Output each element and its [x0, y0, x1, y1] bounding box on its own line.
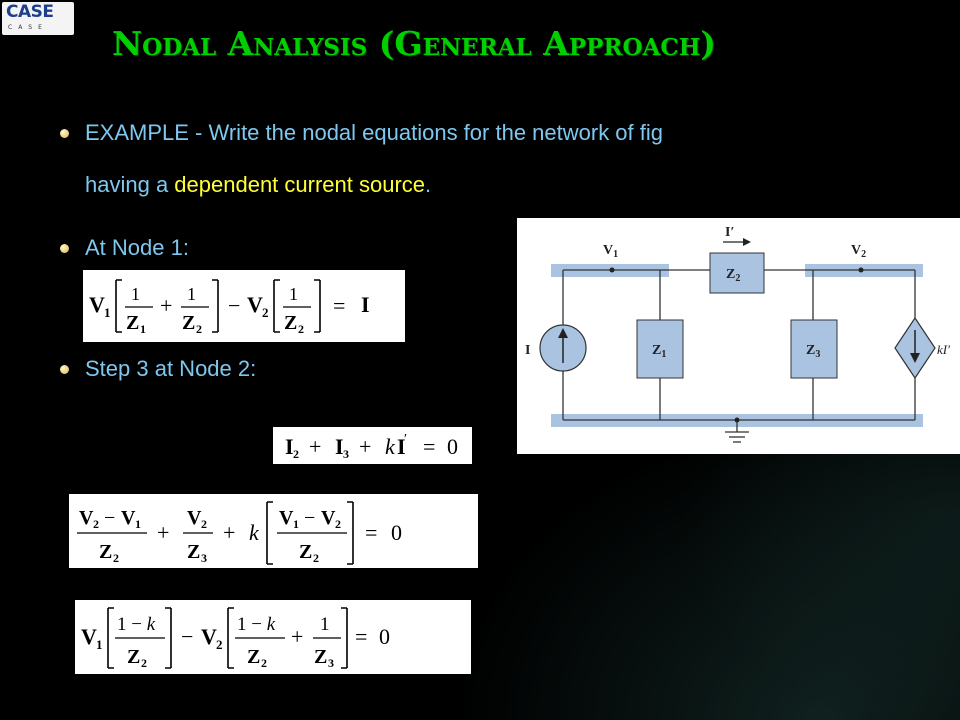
svg-text:=: =	[333, 293, 345, 318]
svg-text:−: −	[304, 507, 315, 529]
logo-subtext: CASE	[8, 24, 48, 31]
svg-text:V: V	[79, 507, 94, 529]
svg-text:−: −	[228, 293, 240, 318]
svg-text:2: 2	[201, 517, 207, 531]
bullet-dot-icon	[60, 129, 69, 138]
svg-text:1: 1	[96, 637, 103, 652]
svg-text:3: 3	[201, 551, 207, 565]
svg-text:3: 3	[328, 656, 334, 670]
label-v2: V2	[851, 243, 866, 260]
bullet-dot-icon	[60, 365, 69, 374]
svg-text:I: I	[335, 434, 344, 459]
svg-text:−: −	[181, 624, 193, 649]
svg-text:3: 3	[343, 447, 349, 461]
bullet-text: EXAMPLE - Write the nodal equations for …	[85, 120, 664, 145]
svg-text:1: 1	[104, 305, 111, 320]
label-iprime: I′	[725, 225, 734, 240]
bullet-end: .	[425, 172, 432, 197]
svg-text:1 − k: 1 − k	[237, 614, 276, 635]
svg-text:2: 2	[141, 656, 147, 670]
bullet-text: At Node 1:	[85, 235, 189, 260]
highlight-text: dependent current source	[174, 172, 426, 197]
label-kiprime: kI′	[937, 342, 950, 357]
label-v1: V1	[603, 243, 618, 260]
svg-text:0: 0	[379, 624, 390, 649]
svg-text:2: 2	[261, 656, 267, 670]
svg-text:0: 0	[447, 434, 458, 459]
svg-text:2: 2	[313, 551, 319, 565]
svg-text:k: k	[385, 434, 396, 459]
svg-text:Z: Z	[126, 312, 139, 334]
svg-text:−: −	[104, 507, 115, 529]
svg-text:1: 1	[293, 517, 299, 531]
svg-text:1: 1	[289, 284, 298, 304]
label-z1: Z1	[652, 343, 666, 360]
label-z3: Z3	[806, 343, 820, 360]
circuit-diagram: V1 V2 I′ Z2 Z1 Z3 I kI′	[517, 218, 960, 454]
svg-text:2: 2	[113, 551, 119, 565]
bullet-example-line2: having a dependent current source.	[85, 172, 431, 198]
svg-text:2: 2	[93, 517, 99, 531]
svg-text:2: 2	[196, 322, 202, 336]
svg-text:V: V	[321, 507, 336, 529]
svg-text:I: I	[397, 434, 406, 459]
svg-text:V: V	[247, 292, 263, 317]
svg-text:+: +	[291, 624, 303, 649]
bullet-text: Step 3 at Node 2:	[85, 356, 257, 381]
svg-text:V: V	[187, 507, 202, 529]
svg-text:=: =	[355, 624, 367, 649]
svg-text:1: 1	[135, 517, 141, 531]
slide-title: Nodal Analysis (General Approach)	[112, 24, 717, 63]
svg-text:Z: Z	[182, 312, 195, 334]
svg-text:Z: Z	[299, 541, 312, 563]
svg-text:Z: Z	[127, 646, 140, 668]
svg-text:1: 1	[187, 284, 196, 304]
svg-text:+: +	[157, 520, 169, 545]
svg-text:Z: Z	[187, 541, 200, 563]
svg-text:2: 2	[335, 517, 341, 531]
svg-text:0: 0	[391, 520, 402, 545]
svg-text:2: 2	[262, 305, 269, 320]
svg-text:1 − k: 1 − k	[117, 614, 156, 635]
svg-text:k: k	[249, 520, 260, 545]
svg-text:1: 1	[131, 284, 140, 304]
logo: CASE CASE	[2, 2, 74, 35]
svg-text:V: V	[279, 507, 294, 529]
bullet-dot-icon	[60, 244, 69, 253]
svg-text:+: +	[309, 434, 321, 459]
svg-text:+: +	[223, 520, 235, 545]
svg-text:1: 1	[320, 614, 330, 635]
svg-text:=: =	[423, 434, 435, 459]
svg-text:Z: Z	[314, 646, 327, 668]
svg-text:=: =	[365, 520, 377, 545]
svg-text:V: V	[89, 292, 105, 317]
bullet-text-line2: having a	[85, 172, 175, 197]
svg-text:I: I	[285, 434, 294, 459]
svg-text:′: ′	[404, 432, 407, 447]
svg-text:Z: Z	[284, 312, 297, 334]
svg-text:2: 2	[293, 447, 299, 461]
svg-text:I: I	[361, 292, 370, 317]
logo-text: CASE	[6, 2, 54, 22]
svg-text:+: +	[160, 293, 172, 318]
svg-text:1: 1	[140, 322, 146, 336]
label-z2: Z2	[726, 267, 740, 284]
svg-text:2: 2	[298, 322, 304, 336]
svg-text:V: V	[121, 507, 136, 529]
svg-text:2: 2	[216, 637, 223, 652]
label-isrc: I	[525, 343, 530, 358]
svg-text:V: V	[201, 624, 217, 649]
svg-text:Z: Z	[247, 646, 260, 668]
svg-text:Z: Z	[99, 541, 112, 563]
svg-text:V: V	[81, 624, 97, 649]
svg-text:+: +	[359, 434, 371, 459]
